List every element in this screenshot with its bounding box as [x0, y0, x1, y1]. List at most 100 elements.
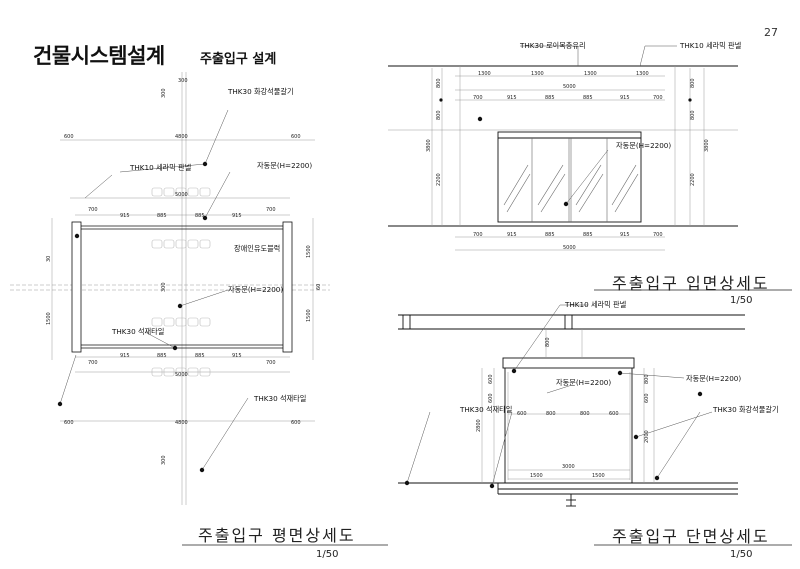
elev-dim: 1300 — [636, 71, 649, 77]
braille-block — [163, 187, 175, 197]
plan-marker — [177, 303, 183, 309]
elev-dim: 800 — [690, 78, 696, 88]
sect-leader — [635, 411, 713, 438]
plan-leader — [59, 354, 77, 405]
elev-dim: 885 — [583, 95, 593, 101]
sect-leader — [513, 304, 561, 372]
plan-label-ceramic: THK10 세라믹 판넬 — [129, 163, 192, 172]
elev-dim: 2200 — [690, 173, 696, 186]
plan-marker — [202, 215, 208, 221]
braille-block — [187, 367, 199, 377]
braille-block — [163, 367, 175, 377]
sect-marker — [697, 391, 703, 397]
sect-label-autodoor-right: 자동문(H=2200) — [686, 374, 741, 383]
plan-marker — [199, 467, 205, 473]
elev-dim: 1300 — [478, 71, 491, 77]
sect-dim: 600 — [488, 374, 494, 384]
plan-label-braille: 장애인유도블럭 — [234, 244, 280, 253]
elev-glass-hatch — [506, 173, 531, 213]
plan-dim: 300 — [178, 78, 188, 84]
sheet-title: 건물시스템설계 — [33, 44, 165, 68]
elev-dim: 800 — [690, 110, 696, 120]
sect-label-stone-tile: THK30 석재타일 — [459, 405, 512, 414]
plan-column-right — [282, 221, 293, 353]
elev-dim: 700 — [653, 232, 663, 238]
plan-marker — [202, 161, 208, 167]
plan-dim: 915 — [120, 353, 130, 359]
braille-block — [151, 317, 163, 327]
braille-block — [199, 187, 211, 197]
elev-door-frame — [497, 131, 642, 223]
elev-glass-hatch — [537, 164, 564, 206]
elev-dim: 915 — [507, 232, 517, 238]
sect-dim: 800 — [580, 411, 590, 417]
plan-leader — [179, 289, 229, 307]
plan-dim: 1500 — [46, 312, 52, 325]
plan-scale: 1/50 — [316, 549, 339, 560]
braille-block — [199, 367, 211, 377]
plan-leader — [144, 331, 176, 349]
sect-dim: 3000 — [562, 464, 575, 470]
sect-label-ceramic: THK10 세라믹 판넬 — [564, 300, 627, 309]
elev-marker — [439, 98, 443, 102]
elev-dim: 885 — [545, 232, 555, 238]
plan-marker — [57, 401, 63, 407]
elev-dim: 800 — [436, 110, 442, 120]
plan-dim: 600 — [64, 134, 74, 140]
braille-block — [175, 317, 187, 327]
braille-block — [151, 187, 163, 197]
plan-leader — [204, 109, 229, 165]
sect-dim: 600 — [644, 393, 650, 403]
plan-dim: 4800 — [175, 134, 188, 140]
braille-block — [199, 239, 211, 249]
elev-dim: 700 — [473, 95, 483, 101]
elev-glass-hatch — [575, 164, 602, 206]
elev-glass-hatch — [578, 173, 604, 213]
plan-label-granite: THK30 화강석물갈기 — [227, 87, 294, 96]
elev-dim: 2200 — [436, 173, 442, 186]
plan-leader — [119, 163, 206, 173]
plan-dim: 1500 — [306, 309, 312, 322]
plan-dim: 30 — [46, 256, 52, 262]
braille-block — [187, 187, 199, 197]
plan-dim: 915 — [120, 213, 130, 219]
sect-marker — [633, 434, 639, 440]
elev-dim: 700 — [473, 232, 483, 238]
plan-dim: 700 — [266, 207, 276, 213]
section-scale: 1/50 — [730, 549, 753, 560]
plan-marker — [172, 345, 178, 351]
sect-dim: 600 — [517, 411, 527, 417]
sect-canopy-panel — [502, 357, 635, 369]
elev-marker — [563, 201, 569, 207]
elev-leader — [565, 149, 609, 205]
sect-dim: 1500 — [530, 473, 543, 479]
plan-leader — [201, 397, 249, 471]
sect-leader — [491, 411, 513, 487]
sect-leader — [406, 411, 431, 484]
braille-block — [175, 187, 187, 197]
plan-dim: 600 — [291, 134, 301, 140]
plan-marker — [74, 233, 80, 239]
sect-dim: 2800 — [476, 419, 482, 432]
plan-dim: 700 — [88, 207, 98, 213]
sect-marker — [654, 475, 660, 481]
braille-block — [175, 367, 187, 377]
plan-dim: 300 — [161, 282, 167, 292]
elev-dim: 885 — [545, 95, 555, 101]
plan-leader — [84, 174, 113, 199]
elev-dim: 5000 — [563, 245, 576, 251]
sect-marker — [404, 480, 410, 486]
elev-glass-hatch — [540, 173, 566, 213]
sect-dim: 800 — [644, 374, 650, 384]
sect-leader — [546, 384, 573, 394]
plan-dim: 300 — [161, 88, 167, 98]
elev-dim: 3800 — [426, 139, 432, 152]
sect-leader — [619, 372, 685, 379]
elev-marker — [688, 98, 692, 102]
elev-dim: 1300 — [584, 71, 597, 77]
sect-dim: 600 — [488, 393, 494, 403]
